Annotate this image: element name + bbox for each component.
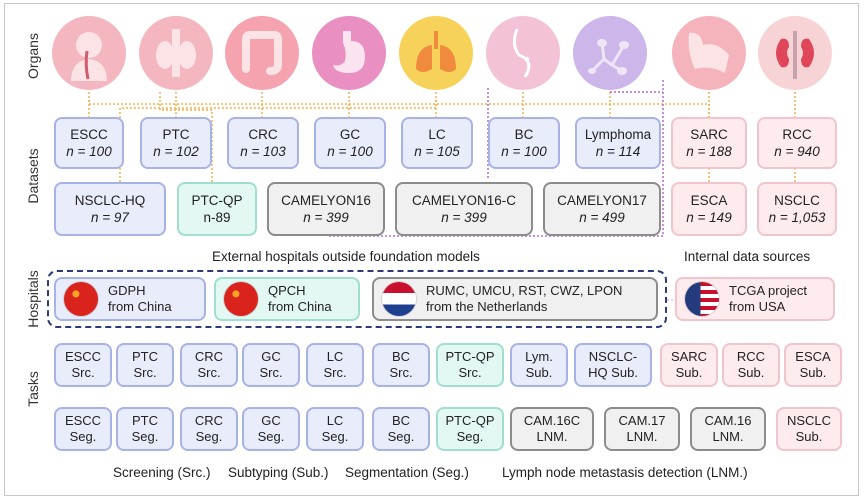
organ-lung (399, 16, 473, 90)
sarcoma-arm-icon (681, 25, 737, 81)
organ-thyroid (139, 16, 213, 90)
esophagus-icon (61, 25, 117, 81)
stomach-icon (321, 25, 377, 81)
thyroid-icon (148, 25, 204, 81)
organ-stomach (312, 16, 386, 90)
organ-lymph (573, 16, 647, 90)
colon-icon (234, 25, 290, 81)
usa-flag-icon (685, 282, 719, 316)
organ-colon (225, 16, 299, 90)
task-nsclc-hq-sub: NSCLC-HQ Sub. (574, 343, 652, 387)
organ-sarcoma (672, 16, 746, 90)
legend-lnm: Lymph node metastasis detection (LNM.) (502, 465, 748, 480)
task-lym-sub: Lym.Sub. (510, 343, 568, 387)
organ-esophagus (52, 16, 126, 90)
legend-screening: Screening (Src.) (113, 465, 211, 480)
china-flag-icon (224, 282, 258, 316)
caption-external-hospitals: External hospitals outside foundation mo… (212, 249, 480, 264)
china-flag-icon (64, 282, 98, 316)
lung-icon (408, 25, 464, 81)
organ-kidney (758, 16, 832, 90)
row-label-datasets: Datasets (25, 131, 41, 221)
row-label-hospitals: Hospitals (25, 254, 41, 344)
lymph-node-icon (582, 25, 638, 81)
caption-internal-sources: Internal data sources (684, 249, 810, 264)
breast-icon (495, 25, 551, 81)
row-label-tasks: Tasks (25, 344, 41, 434)
kidney-icon (767, 25, 823, 81)
organ-breast (486, 16, 560, 90)
netherlands-flag-icon (382, 282, 416, 316)
row-label-organs: Organs (25, 11, 41, 101)
legend-subtyping: Subtyping (Sub.) (228, 465, 329, 480)
legend-segmentation: Segmentation (Seg.) (345, 465, 469, 480)
